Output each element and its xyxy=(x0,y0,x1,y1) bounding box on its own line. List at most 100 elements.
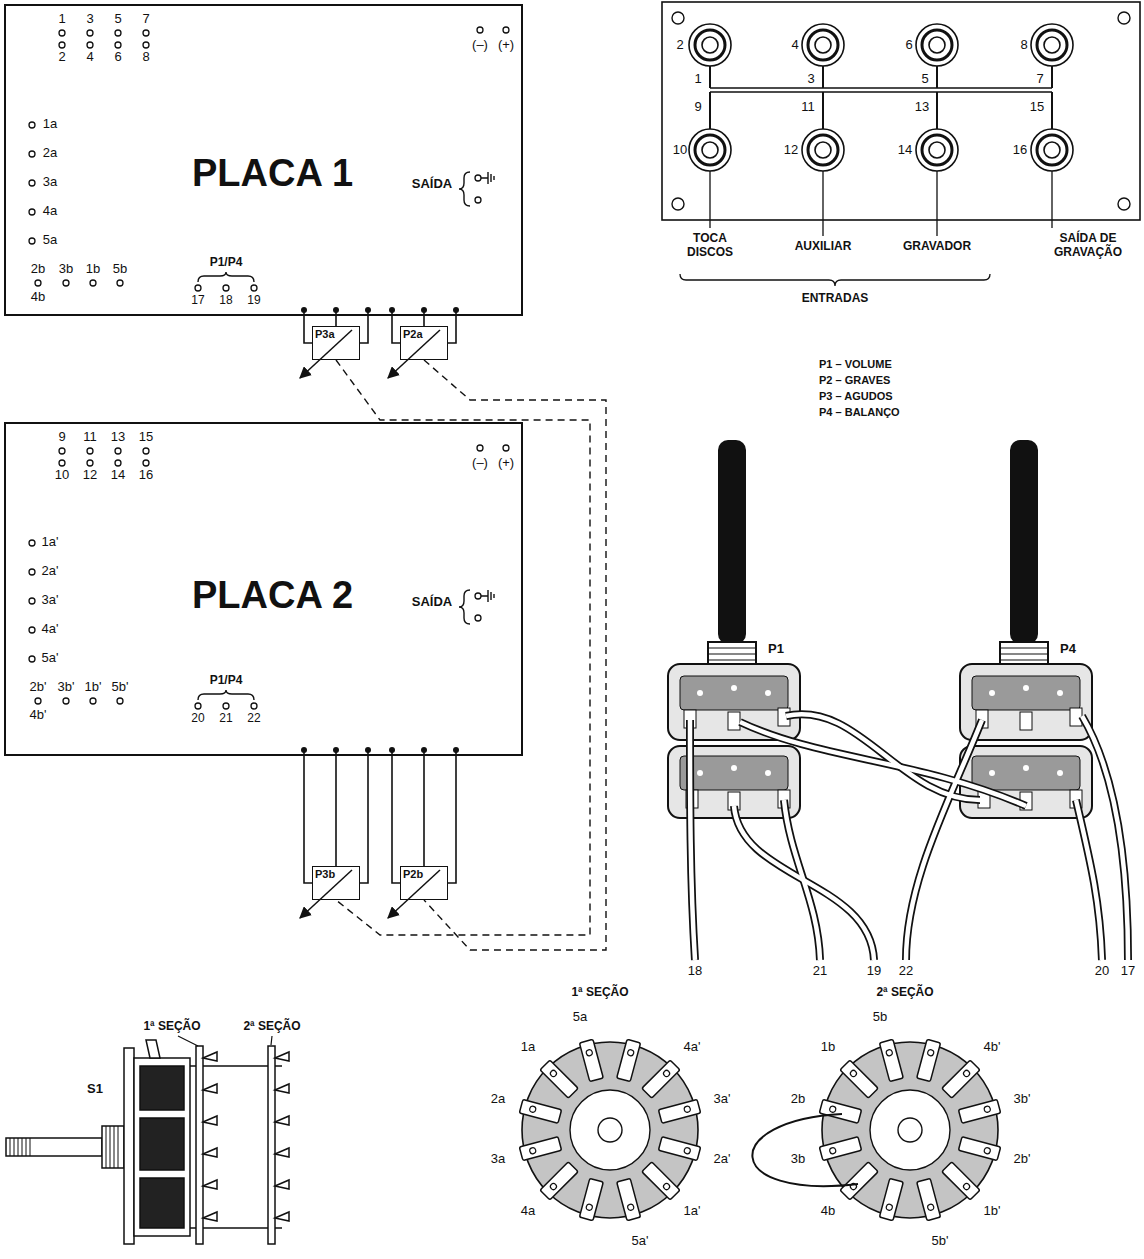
board-pads xyxy=(251,285,257,291)
braces-and-ground xyxy=(198,272,254,282)
jack-panel xyxy=(695,30,725,60)
jack-panel xyxy=(702,142,718,158)
part-label: P1/P4 xyxy=(209,256,244,270)
switch-wafer xyxy=(540,1060,578,1098)
switch-wafer xyxy=(617,1039,641,1081)
part-label: 1b xyxy=(820,1040,836,1055)
potentiometer-box: P3a xyxy=(312,326,360,360)
part-label: 2ª SEÇÃO xyxy=(875,986,934,1000)
board-pads xyxy=(29,122,35,128)
part-label: 21 xyxy=(218,712,233,726)
board-pads xyxy=(223,703,229,709)
board-pads xyxy=(475,197,481,203)
board-pads xyxy=(35,698,41,704)
rotary-switch-side-view xyxy=(140,1066,184,1110)
board-pads xyxy=(29,27,509,291)
part-label: 3a xyxy=(490,1152,506,1167)
part-label: 5 xyxy=(113,12,122,27)
part-label: 19 xyxy=(866,964,882,979)
part-label: 10 xyxy=(54,468,70,483)
part-label: 13 xyxy=(914,100,930,115)
part-label: 1 xyxy=(693,72,702,87)
part-label: 12 xyxy=(82,468,98,483)
part-label: 6 xyxy=(113,50,122,65)
rotary-switch-side-view xyxy=(140,1178,184,1228)
part-label: 12 xyxy=(783,143,799,158)
part-label: P2 – GRAVES xyxy=(818,374,891,387)
jack-panel xyxy=(710,66,1052,129)
switch-wafer xyxy=(579,1178,603,1220)
part-label: 8 xyxy=(141,50,150,65)
part-label: 20 xyxy=(190,712,205,726)
switch-wafer xyxy=(870,1090,950,1170)
part-label: P1 – VOLUME xyxy=(818,358,893,371)
part-label: 1a' xyxy=(683,1204,702,1219)
part-label: 5a xyxy=(572,1010,588,1025)
part-label: 4a' xyxy=(683,1040,702,1055)
board-pads xyxy=(59,30,65,36)
jack-panel xyxy=(1044,142,1060,158)
board-pads xyxy=(29,209,35,215)
potentiometer-illustration xyxy=(690,714,1128,960)
board-pads xyxy=(143,460,149,466)
switch-wafer xyxy=(570,1090,650,1170)
board-pads xyxy=(115,460,121,466)
part-label: P1 xyxy=(767,642,785,657)
board-pads xyxy=(35,280,41,286)
board-pads xyxy=(90,280,96,286)
jack-panel xyxy=(1118,198,1130,210)
part-label: (–) xyxy=(471,456,489,471)
braces-and-ground xyxy=(459,590,470,624)
part-label: 4a xyxy=(42,204,58,219)
part-label: 2a xyxy=(490,1092,506,1107)
board-pads xyxy=(477,27,483,33)
component-label: P3a xyxy=(315,328,335,340)
part-label: 3a xyxy=(42,175,58,190)
rotary-switch-side-view xyxy=(203,1052,217,1221)
part-label: 2a' xyxy=(41,564,60,579)
part-label: P3 – AGUDOS xyxy=(818,390,894,403)
part-label: 17 xyxy=(190,294,205,308)
part-label: 9 xyxy=(57,430,66,445)
part-label: 3b' xyxy=(1013,1092,1032,1107)
board-pads xyxy=(29,238,35,244)
part-label: (+) xyxy=(497,38,515,53)
switch-wafer xyxy=(642,1060,680,1098)
board-pads xyxy=(87,30,93,36)
wiper-arrows xyxy=(300,330,440,918)
part-label: 5b' xyxy=(111,680,130,695)
board-pads xyxy=(59,460,65,466)
switch-wafer xyxy=(819,1039,1000,1220)
ganged-shaft-link xyxy=(336,360,590,935)
board-pads xyxy=(29,445,509,709)
circuit-board: PLACA 1 xyxy=(4,4,523,316)
board-pads xyxy=(90,698,96,704)
jack-panel xyxy=(802,24,844,66)
part-label: 2b xyxy=(30,262,46,277)
switch-wafer xyxy=(658,1099,700,1123)
jack-panel xyxy=(815,37,831,53)
part-label: 2a' xyxy=(713,1152,732,1167)
part-label: 10 xyxy=(672,143,688,158)
part-label: 5b' xyxy=(931,1234,950,1249)
board-pads xyxy=(251,703,257,709)
component-label: P2a xyxy=(403,328,423,340)
part-label: 3a' xyxy=(41,593,60,608)
part-label: 15 xyxy=(1029,100,1045,115)
part-label: 2a xyxy=(42,146,58,161)
switch-wafer xyxy=(617,1178,641,1220)
jack-panel xyxy=(1031,129,1073,171)
jack-leaders xyxy=(710,171,1052,236)
board-pads xyxy=(115,448,121,454)
part-label: 4a' xyxy=(41,622,60,637)
board-pads xyxy=(143,448,149,454)
jack-panel xyxy=(702,37,718,53)
part-label: 2b xyxy=(790,1092,806,1107)
board-pads xyxy=(87,448,93,454)
part-label: 2ª SEÇÃO xyxy=(242,1020,301,1034)
board-pads xyxy=(475,615,481,621)
board-pads xyxy=(223,285,229,291)
board-pads xyxy=(63,698,69,704)
braces-and-ground xyxy=(459,172,470,206)
